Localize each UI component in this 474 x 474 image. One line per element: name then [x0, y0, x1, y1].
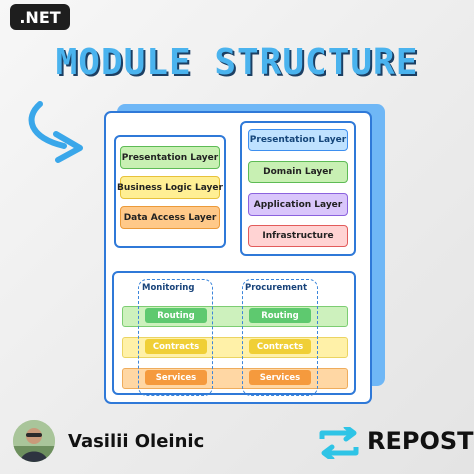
module-monitoring-label: Monitoring: [142, 283, 195, 293]
page-title: MODULE STRUCTURE: [55, 42, 419, 83]
left-business-logic-layer: Business Logic Layer: [117, 176, 223, 199]
right-infrastructure: Infrastructure: [248, 225, 348, 247]
procurement-routing: Routing: [249, 308, 311, 323]
net-badge: .NET: [10, 4, 70, 30]
author-name: Vasilii Oleinic: [68, 431, 205, 452]
procurement-contracts: Contracts: [249, 339, 311, 354]
curved-arrow-icon: [28, 101, 83, 163]
right-domain-layer: Domain Layer: [248, 161, 348, 183]
monitoring-contracts: Contracts: [145, 339, 207, 354]
avatar[interactable]: [13, 420, 55, 462]
right-presentation-layer: Presentation Layer: [248, 129, 348, 151]
repost-icon[interactable]: [316, 427, 362, 459]
procurement-services: Services: [249, 370, 311, 385]
module-monitoring: [138, 279, 213, 396]
module-procurement-label: Procurement: [245, 283, 308, 293]
repost-label[interactable]: REPOST: [367, 427, 474, 455]
monitoring-routing: Routing: [145, 308, 207, 323]
module-procurement: [242, 279, 318, 396]
monitoring-services: Services: [145, 370, 207, 385]
left-data-access-layer: Data Access Layer: [120, 206, 220, 229]
left-presentation-layer: Presentation Layer: [120, 146, 220, 169]
right-application-layer: Application Layer: [248, 193, 348, 216]
